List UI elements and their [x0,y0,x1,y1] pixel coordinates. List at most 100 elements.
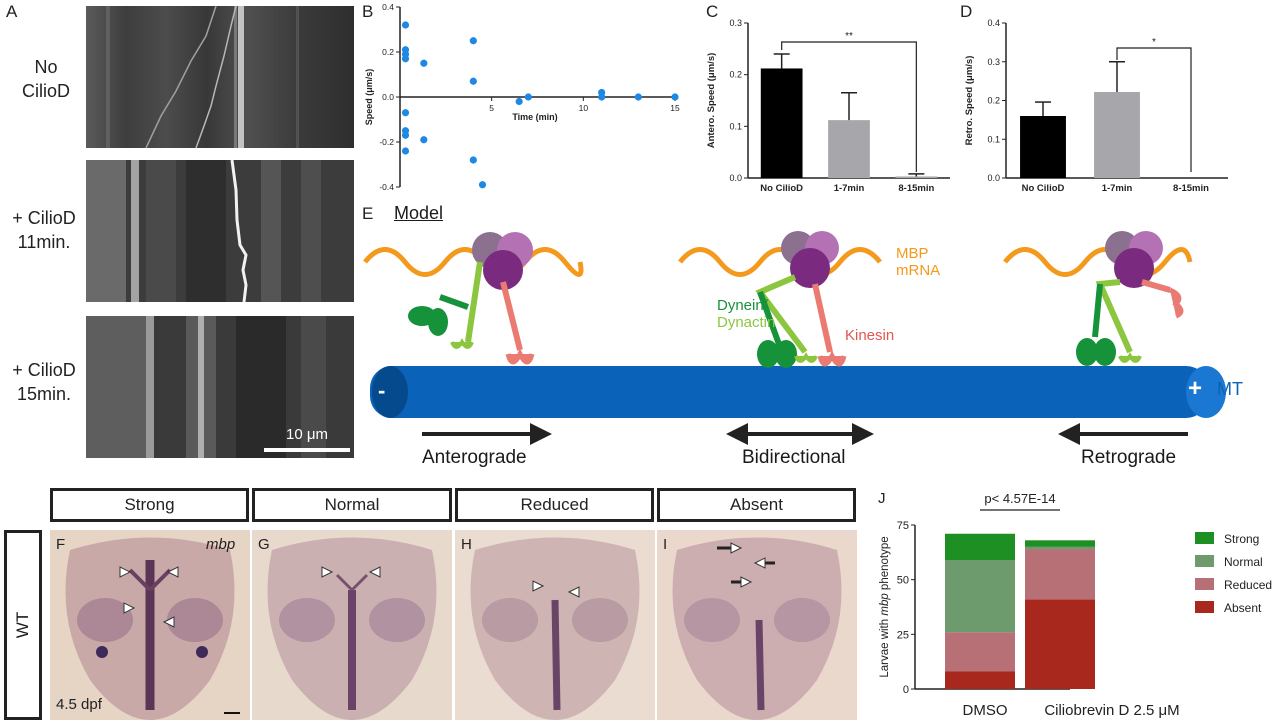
category-box-reduced: Reduced [455,488,654,522]
legend-label-absent: Absent [1224,601,1262,615]
y-tick-label: 0 [903,684,909,696]
x-axis-label: Time (min) [512,112,557,122]
mrnp-complex-bidirectional [678,231,882,368]
panel-label-g: G [258,536,270,553]
y-tick-label: 0.2 [987,96,1000,106]
x-tick-label: No CilioD [1022,183,1065,194]
x-tick-label: Ciliobrevin D 2.5 μM [1044,702,1179,719]
condition-label-ciliod-15min: + CilioD 15min. [12,360,76,405]
data-point [515,97,523,106]
y-tick-label: 0.1 [987,134,1000,144]
x-tick-label: 8-15min [1173,183,1209,194]
bar [760,68,803,178]
kymograph-ciliod-11min [86,160,354,302]
y-tick-label: 0.3 [729,18,742,28]
bidirectional-arrow [726,423,874,445]
larva-image-strong: F mbp 4.5 dpf [50,530,250,720]
y-tick-label: -0.4 [379,182,394,192]
bar-segment-reduced [1025,549,1095,600]
genotype-row-label: WT [4,530,42,720]
panel-label-h: H [461,536,472,553]
y-tick-label: 0.0 [382,92,394,102]
data-point [420,136,428,144]
data-point [469,37,477,45]
data-point [478,181,487,189]
x-tick-label: 8-15min [898,183,934,194]
x-tick-label: 5 [489,103,494,113]
panel-label-d: D [960,2,973,21]
microtubule [370,366,1226,418]
bar-segment-strong [945,533,1015,560]
y-tick-label: 0.1 [729,121,742,131]
model-diagram [363,231,1226,445]
retrograde-label: Retrograde [1081,447,1177,468]
legend-swatch-normal [1195,555,1214,567]
data-point [401,109,410,117]
bar-segment-strong [1025,540,1095,547]
bar [1020,116,1066,178]
x-tick-label: 10 [579,103,589,113]
significance-bracket [1116,47,1192,172]
larva-image-absent: I [657,530,857,720]
legend-swatch-absent [1195,601,1214,613]
bar-segment-normal [945,559,1015,633]
data-point [401,147,410,155]
significance-bracket [781,41,917,172]
condition-label-ciliod-11min: + CilioD 11min. [12,208,76,253]
significance-label: p< 4.57E-14 [984,491,1055,506]
scale-bar [264,448,350,452]
model-title: Model [394,203,444,223]
panel-label-f: F [56,536,66,553]
y-tick-label: 0.2 [729,70,742,80]
legend-swatch-reduced [1195,578,1214,590]
bar-segment-normal [1025,546,1095,550]
legend-label-strong: Strong [1224,532,1259,546]
legend-label-reduced: Reduced [1224,578,1272,592]
bidirectional-label: Bidirectional [742,447,846,468]
data-point [598,93,606,101]
y-tick-label: 0.0 [987,173,1000,183]
significance-label: * [1152,37,1156,48]
y-tick-label: 0.0 [729,173,742,183]
legend-swatch-strong [1195,532,1214,544]
category-box-normal: Normal [252,488,452,522]
legend-label-normal: Normal [1224,555,1263,569]
x-tick-label: DMSO [963,702,1008,719]
data-point [420,59,428,67]
mrnp-complex-retrograde [1003,231,1193,366]
dynein-dynactin-label: Dynein/ Dynactin [717,297,776,332]
x-tick-label: 1-7min [1102,183,1133,194]
bar [895,176,938,178]
bar [828,120,870,178]
condition-label-no-ciliod: No CilioD [21,57,70,102]
bar-segment-absent [945,671,1015,689]
data-point [469,156,477,164]
scale-bar-label: 10 μm [286,426,328,443]
anterograde-arrow [422,423,552,445]
panel-label-b: B [362,2,374,21]
y-tick-label: 75 [897,520,909,532]
microtubule-minus-end: - [378,378,386,403]
bar-segment-reduced [945,632,1015,672]
kymograph-no-ciliod [86,6,354,148]
y-tick-label: 25 [897,629,909,641]
larva-image-reduced: H [455,530,655,720]
x-tick-label: 1-7min [834,183,865,194]
larva-image-normal: G [252,530,452,720]
data-point [524,93,532,101]
bar-segment-absent [1025,599,1095,689]
category-box-absent: Absent [657,488,856,522]
microtubule-label: MT [1217,379,1243,399]
y-axis-label: Antero. Speed (μm/s) [706,53,717,149]
data-point [401,21,410,29]
data-point [634,93,642,101]
data-point [671,93,679,101]
y-axis-label: Speed (μm/s) [364,69,374,126]
data-point [469,77,477,85]
panel-label-c: C [706,2,719,21]
panel-label-e: E [362,204,374,223]
significance-label: ** [845,31,853,42]
